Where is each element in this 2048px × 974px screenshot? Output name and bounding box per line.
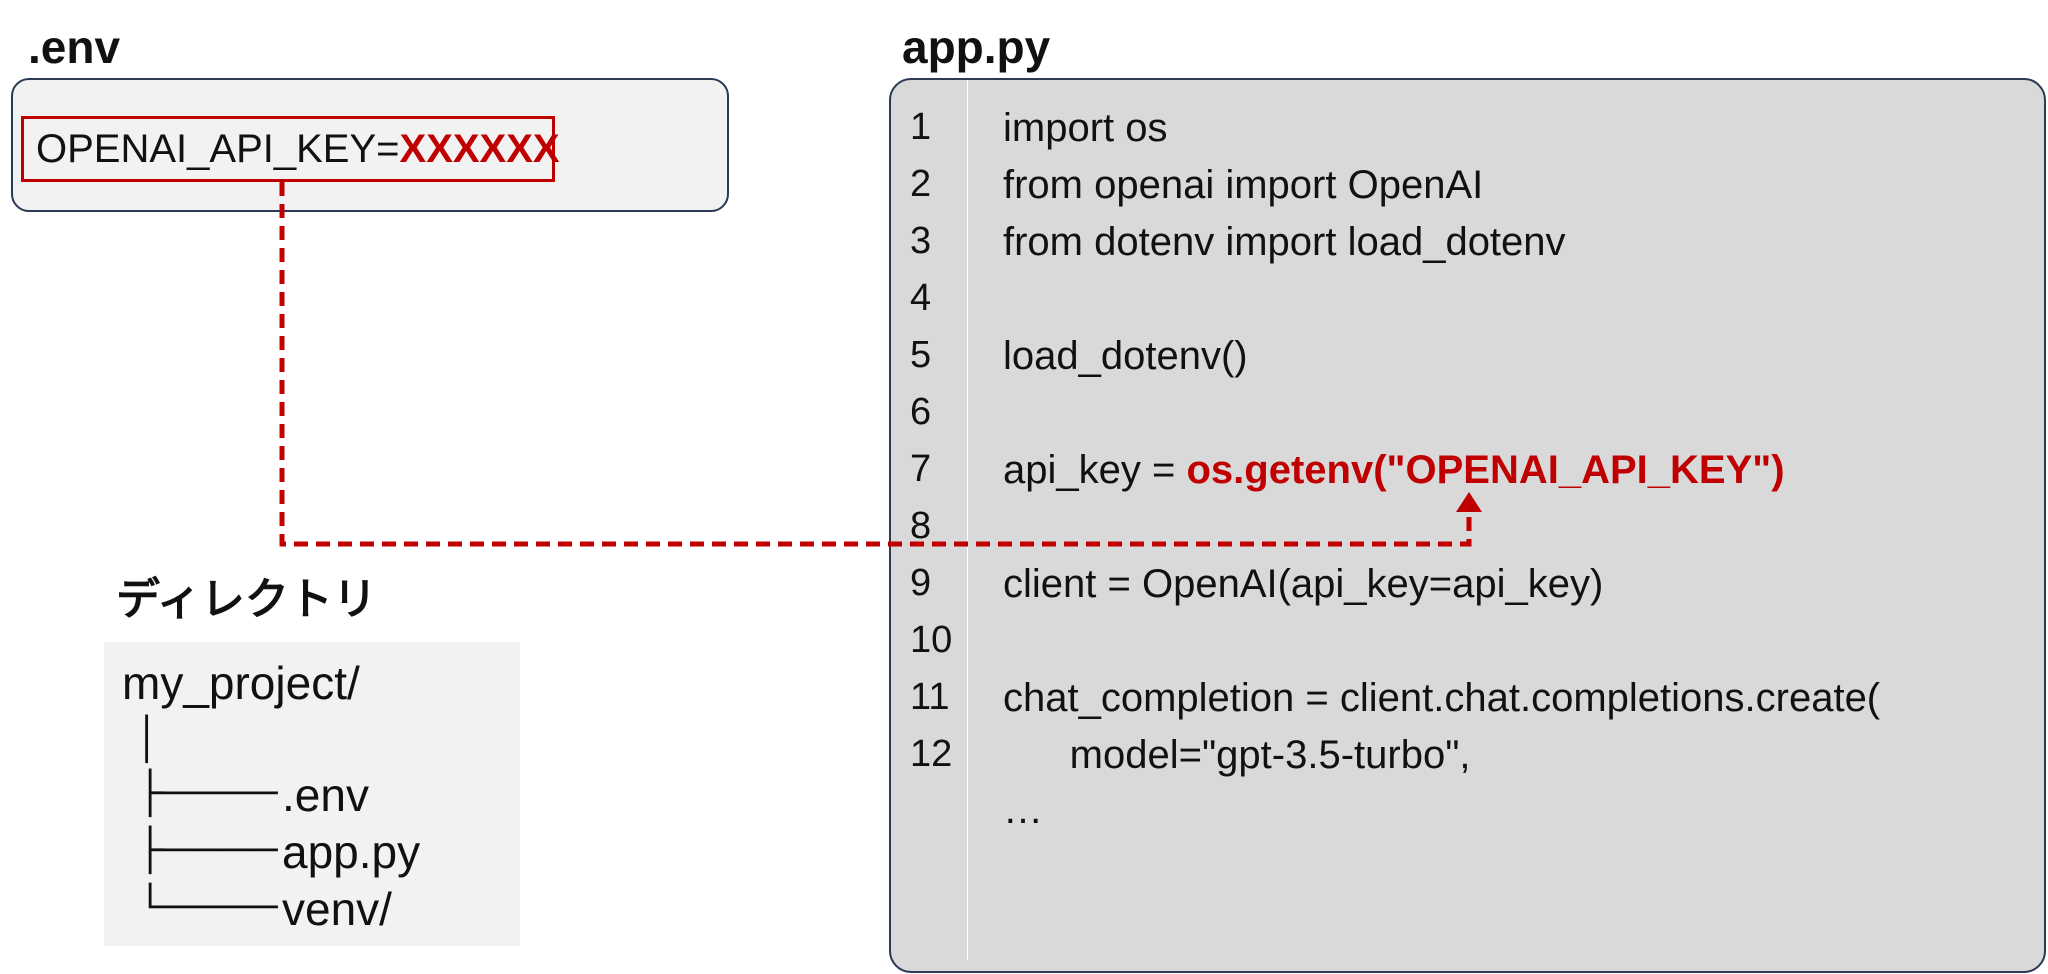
code-line: import os [1003,106,1168,150]
directory-root: my_project/ [122,657,360,709]
code-panel-title: app.py [902,21,1051,73]
tree-item-env: .env [282,769,369,821]
env-panel-title: .env [28,21,121,73]
arrowhead-icon [1456,492,1482,512]
getenv-call-highlight: os.getenv("OPENAI_API_KEY") [1186,448,1785,492]
gutter-divider [967,80,968,960]
code-line: model="gpt-3.5-turbo", [1003,733,1471,777]
tree-item-app-py: app.py [282,826,421,878]
tree-item-venv: venv/ [282,883,392,935]
line-number: 7 [910,448,932,490]
dashed-connector-line [279,182,1472,547]
line-number: 11 [910,676,950,718]
line-number: 6 [910,391,932,433]
line-number: 1 [910,106,932,148]
line-number: 9 [910,562,932,604]
env-file-box [11,78,729,212]
line-number: 4 [910,277,932,319]
tree-branch: └──── [136,884,278,928]
tree-branch: ├──── [136,827,278,871]
line-number: 2 [910,163,932,205]
directory-panel-title: ディレクトリ [116,575,377,624]
code-line: chat_completion = client.chat.completion… [1003,676,1881,720]
code-line: from openai import OpenAI [1003,163,1484,207]
code-line-api-key: api_key = os.getenv("OPENAI_API_KEY") [1003,450,1785,490]
line-number: 10 [910,619,953,661]
env-variable-line: OPENAI_API_KEY=XXXXXX [21,116,560,182]
line-number: 5 [910,334,932,376]
env-value: XXXXXX [399,127,560,171]
tree-branch: ├──── [136,770,278,814]
directory-tree-box [104,642,520,946]
line-number: 12 [910,733,953,775]
code-line: load_dotenv() [1003,334,1248,378]
code-line: client = OpenAI(api_key=api_key) [1003,562,1604,606]
line-number: 3 [910,220,932,262]
code-line: from dotenv import load_dotenv [1003,220,1566,264]
env-key: OPENAI_API_KEY= [36,127,400,171]
code-text: api_key = [1003,448,1187,492]
tree-pipe: │ [136,716,161,760]
code-ellipsis: … [1003,788,1043,832]
line-number: 8 [910,505,932,547]
